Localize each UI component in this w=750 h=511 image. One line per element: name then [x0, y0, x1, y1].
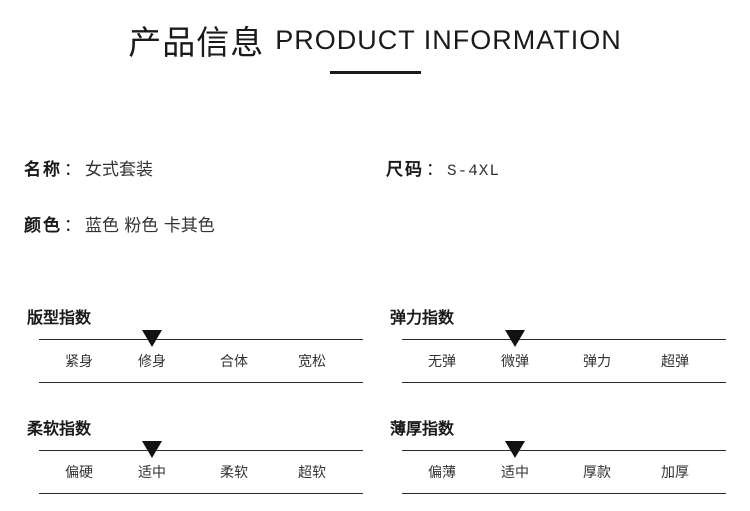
- name-colon: ：: [64, 160, 81, 180]
- fit-option: 宽松: [298, 354, 326, 370]
- elasticity-scale: 弹力指数 无弹 微弹 弹力 超弹: [390, 308, 728, 398]
- softness-scale-title: 柔软指数: [27, 419, 92, 438]
- scale-bottom-line: [402, 382, 726, 383]
- fit-scale-title: 版型指数: [27, 308, 92, 327]
- title-english: PRODUCT INFORMATION: [275, 24, 622, 55]
- thickness-option: 厚款: [583, 465, 611, 481]
- elasticity-option: 超弹: [661, 354, 689, 370]
- color-row: 颜色：蓝色 粉色 卡其色: [24, 215, 215, 237]
- scale-top-line: [402, 339, 726, 340]
- softness-selected-marker-icon: [142, 441, 162, 458]
- fit-option: 修身: [138, 354, 166, 370]
- size-row: 尺码：S-4XL: [386, 159, 500, 182]
- elasticity-option: 弹力: [583, 354, 611, 370]
- thickness-option: 偏薄: [428, 465, 456, 481]
- scale-top-line: [402, 450, 726, 451]
- color-label: 颜色: [24, 216, 62, 236]
- size-label: 尺码: [386, 160, 424, 180]
- softness-scale: 柔软指数 偏硬 适中 柔软 超软: [27, 419, 365, 509]
- scale-top-line: [39, 450, 363, 451]
- thickness-option: 加厚: [661, 465, 689, 481]
- scale-bottom-line: [39, 382, 363, 383]
- fit-scale: 版型指数 紧身 修身 合体 宽松: [27, 308, 365, 398]
- fit-option: 紧身: [65, 354, 93, 370]
- size-colon: ：: [426, 160, 443, 180]
- scale-bottom-line: [39, 493, 363, 494]
- softness-option: 适中: [138, 465, 166, 481]
- name-value: 女式套装: [85, 160, 153, 180]
- title-underline: [330, 71, 421, 74]
- page-title: 产品信息 PRODUCT INFORMATION: [0, 16, 750, 64]
- color-value: 蓝色 粉色 卡其色: [85, 216, 215, 236]
- softness-option: 柔软: [220, 465, 248, 481]
- color-colon: ：: [64, 216, 81, 236]
- softness-option: 超软: [298, 465, 326, 481]
- scale-bottom-line: [402, 493, 726, 494]
- size-value: S-4XL: [447, 162, 501, 180]
- name-row: 名称：女式套装: [24, 159, 153, 181]
- elasticity-scale-title: 弹力指数: [390, 308, 455, 327]
- softness-option: 偏硬: [65, 465, 93, 481]
- fit-selected-marker-icon: [142, 330, 162, 347]
- elasticity-selected-marker-icon: [505, 330, 525, 347]
- thickness-option: 适中: [501, 465, 529, 481]
- scale-top-line: [39, 339, 363, 340]
- thickness-selected-marker-icon: [505, 441, 525, 458]
- name-label: 名称: [24, 160, 62, 180]
- thickness-scale-title: 薄厚指数: [390, 419, 455, 438]
- fit-option: 合体: [220, 354, 248, 370]
- title-chinese: 产品信息: [128, 23, 265, 62]
- elasticity-option: 无弹: [428, 354, 456, 370]
- elasticity-option: 微弹: [501, 354, 529, 370]
- thickness-scale: 薄厚指数 偏薄 适中 厚款 加厚: [390, 419, 728, 509]
